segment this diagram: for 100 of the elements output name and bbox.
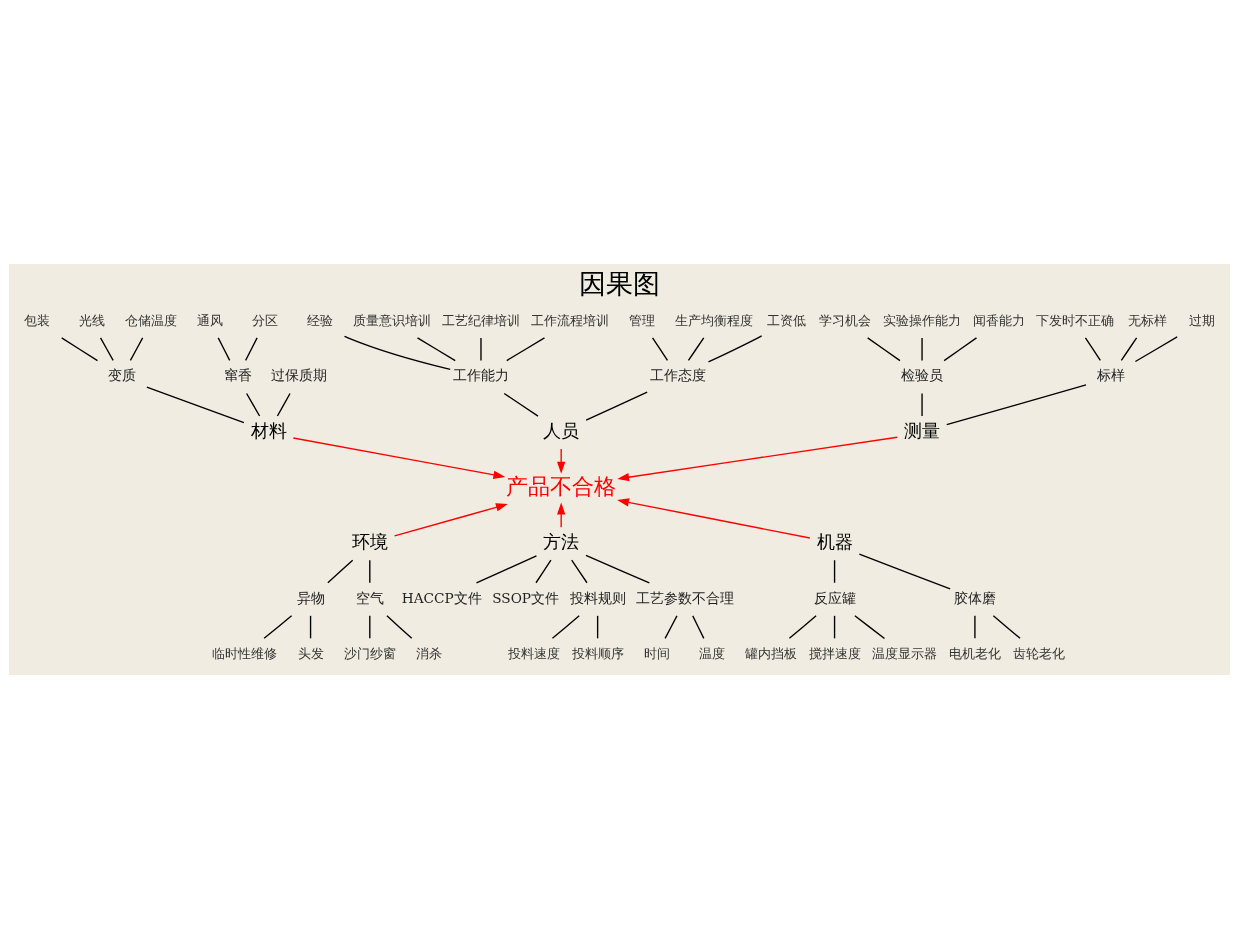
- node-text: 沙门纱窗: [343, 645, 396, 661]
- connector: [369, 559, 371, 583]
- node-text: 分区: [252, 312, 278, 328]
- node-text: 胶体磨: [953, 589, 996, 606]
- connector: [866, 336, 901, 361]
- node-text: 生产均衡程度: [675, 312, 754, 328]
- node-text: 通风: [197, 312, 224, 328]
- connector: [276, 392, 291, 417]
- connector: [974, 614, 976, 639]
- arrow: [617, 497, 811, 539]
- connector: [146, 385, 245, 423]
- node-text: 临时性维修: [212, 645, 278, 661]
- connector: [503, 392, 539, 417]
- connector: [475, 554, 538, 584]
- connector: [692, 614, 705, 639]
- node-text: 投料速度: [507, 645, 560, 661]
- node-text: 工作流程培训: [531, 312, 610, 328]
- connector: [833, 614, 836, 639]
- node-text: 环境: [351, 530, 388, 552]
- connector: [416, 336, 456, 361]
- connector: [651, 336, 669, 361]
- node-text: 光线: [78, 312, 105, 328]
- connector: [309, 614, 312, 639]
- connector: [217, 336, 231, 361]
- connector: [263, 614, 293, 639]
- node-text: 消杀: [416, 645, 443, 661]
- node-text: 下发时不正确: [1036, 312, 1115, 328]
- node-text: 齿轮老化: [1012, 645, 1065, 661]
- arrow: [617, 436, 898, 481]
- node-text: HACCP文件: [401, 589, 482, 606]
- node-text: 方法: [543, 530, 580, 552]
- node-text: 工资低: [766, 312, 806, 328]
- node-text: 窜香: [223, 366, 252, 383]
- node-text: 温度显示器: [872, 645, 938, 661]
- node-text: 包装: [24, 312, 51, 328]
- node-text: 产品不合格: [506, 473, 617, 499]
- node-text: 学习机会: [819, 312, 872, 328]
- node-text: 测量: [904, 419, 941, 441]
- node-text: 温度: [698, 645, 725, 661]
- node-text: 投料规则: [569, 589, 626, 606]
- node-text: 标样: [1096, 366, 1125, 383]
- connector: [1084, 336, 1101, 361]
- node-text: 材料: [250, 419, 287, 441]
- connector: [1134, 335, 1178, 362]
- connector: [343, 335, 451, 370]
- node-text: 经验: [306, 312, 333, 328]
- connector: [327, 559, 354, 583]
- arrow: [557, 447, 566, 474]
- connector: [992, 614, 1021, 639]
- node-text: 过保质期: [270, 366, 327, 383]
- connector: [480, 336, 482, 361]
- node-text: 工作能力: [452, 366, 509, 383]
- node-text: 过期: [1188, 312, 1215, 328]
- connector: [858, 553, 951, 590]
- connector: [571, 559, 588, 583]
- node-text: 头发: [297, 645, 324, 661]
- connector: [921, 336, 923, 361]
- connector: [129, 336, 144, 361]
- connector: [99, 336, 114, 361]
- node-text: 人员: [543, 419, 580, 441]
- node-text: 管理: [629, 312, 656, 328]
- node-text: 工艺纪律培训: [441, 312, 520, 328]
- connector: [535, 559, 552, 583]
- connector: [854, 614, 886, 639]
- connector: [707, 334, 763, 363]
- connector: [585, 390, 648, 421]
- node-text: 质量意识培训: [352, 312, 431, 328]
- node-text: 工艺参数不合理: [636, 589, 735, 606]
- connector: [386, 614, 413, 639]
- node-text: 实验操作能力: [883, 312, 962, 328]
- diagram-title: 因果图: [579, 267, 660, 299]
- node-text: 检验员: [901, 366, 944, 383]
- node-text: 搅拌速度: [808, 645, 861, 661]
- arrow: [292, 436, 506, 479]
- connector: [244, 336, 258, 361]
- node-text: 电机老化: [948, 645, 1001, 661]
- node-text: 无标样: [1127, 312, 1167, 328]
- node-text: 仓储温度: [125, 312, 178, 328]
- connector: [1120, 336, 1138, 361]
- connector: [788, 614, 817, 639]
- connector: [833, 559, 836, 583]
- node-text: 机器: [816, 530, 853, 552]
- node-text: 工作态度: [649, 366, 706, 383]
- arrow: [557, 502, 566, 528]
- connector: [943, 336, 978, 361]
- connector: [506, 336, 546, 361]
- connector: [664, 614, 678, 639]
- connector: [551, 614, 580, 639]
- connector: [596, 614, 599, 639]
- connector: [921, 392, 923, 417]
- node-text: SSOP文件: [492, 589, 560, 606]
- connector: [687, 336, 705, 361]
- connector: [245, 392, 261, 417]
- connector: [369, 614, 371, 639]
- node-text: 时间: [643, 645, 670, 661]
- node-text: 罐内挡板: [744, 645, 797, 661]
- connector: [585, 554, 651, 584]
- connector: [946, 383, 1087, 425]
- node-text: 变质: [107, 366, 136, 383]
- node-text: 投料顺序: [571, 645, 624, 661]
